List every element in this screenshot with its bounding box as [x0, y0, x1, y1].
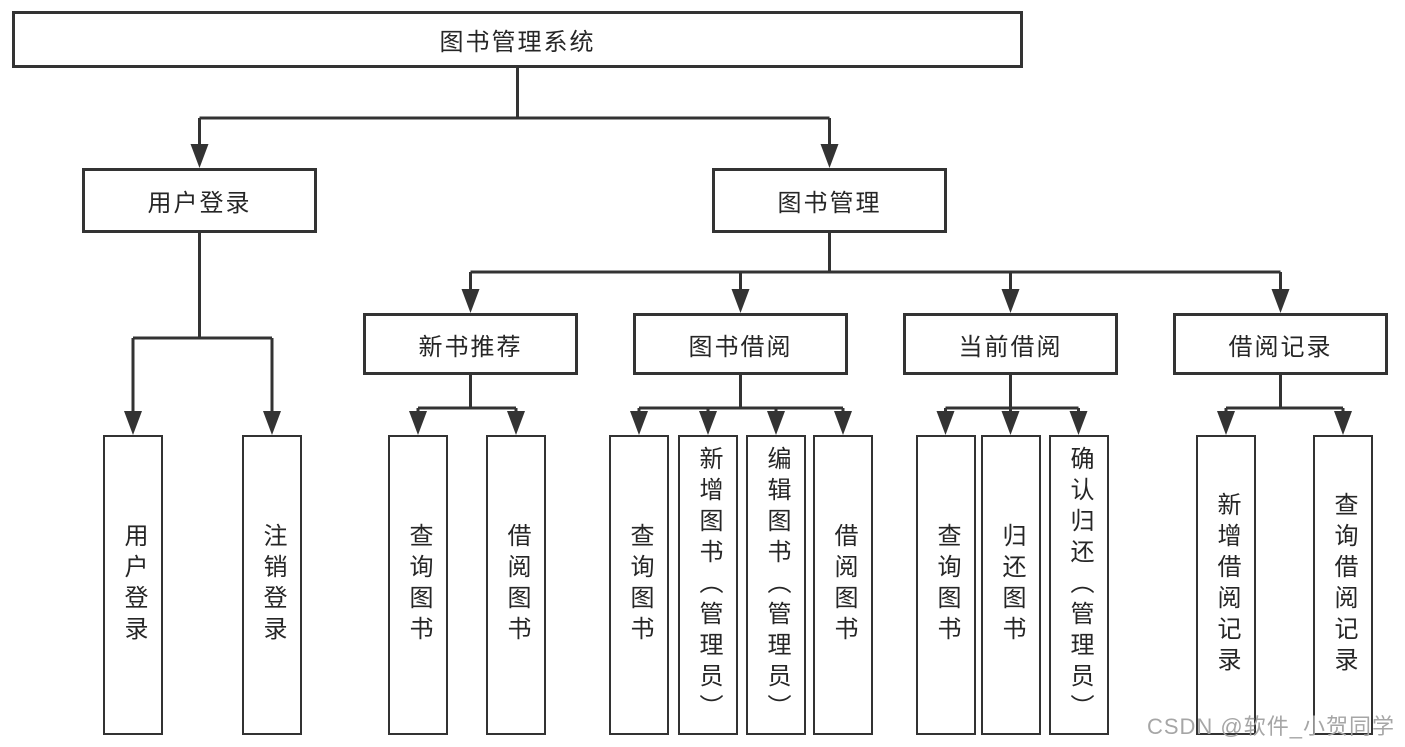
- leaf-logout: 注销登录: [242, 435, 302, 735]
- leaf-return-books: 归还图书: [981, 435, 1041, 735]
- node-current-borrowing: 当前借阅: [903, 313, 1118, 375]
- node-book-borrowing: 图书借阅: [633, 313, 848, 375]
- connector-path: [131, 68, 1345, 413]
- leaf-query-borrow-record: 查询借阅记录: [1313, 435, 1373, 735]
- leaf-user-login: 用户登录: [103, 435, 163, 735]
- node-borrowing-records: 借阅记录: [1173, 313, 1388, 375]
- node-root-library-system: 图书管理系统: [12, 11, 1023, 68]
- node-book-management: 图书管理: [712, 168, 947, 233]
- leaf-borrow-books-borrowing: 借阅图书: [813, 435, 873, 735]
- csdn-watermark: CSDN @软件_小贺同学: [1146, 714, 1395, 739]
- leaf-borrow-books-recommend: 借阅图书: [486, 435, 546, 735]
- leaf-query-books-borrowing: 查询图书: [609, 435, 669, 735]
- node-new-book-recommendation: 新书推荐: [363, 313, 578, 375]
- leaf-add-borrow-record: 新增借阅记录: [1196, 435, 1256, 735]
- leaf-edit-books-admin: 编辑图书（管理员）: [746, 435, 806, 735]
- node-user-login: 用户登录: [82, 168, 317, 233]
- leaf-add-books-admin: 新增图书（管理员）: [678, 435, 738, 735]
- leaf-confirm-return-admin: 确认归还（管理员）: [1049, 435, 1109, 735]
- arrowhead-icons: [124, 144, 1352, 435]
- leaf-query-books-recommend: 查询图书: [388, 435, 448, 735]
- leaf-query-books-current: 查询图书: [916, 435, 976, 735]
